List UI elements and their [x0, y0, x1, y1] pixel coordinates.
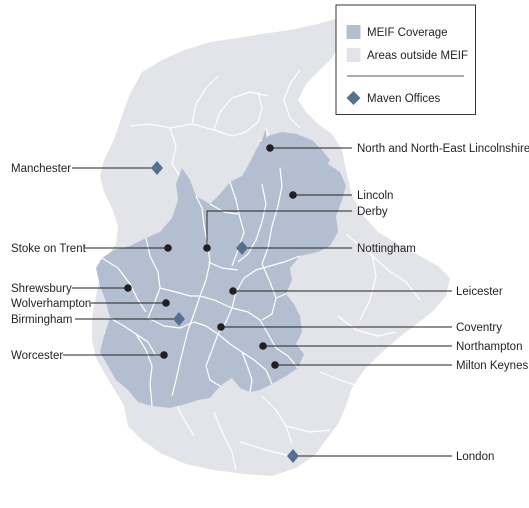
marker-derby [203, 244, 211, 252]
label-north-lincolnshire: North and North-East Lincolnshire [357, 143, 529, 155]
label-worcester: Worcester [11, 350, 63, 362]
legend-coverage-swatch [346, 25, 361, 39]
label-nottingham: Nottingham [357, 243, 416, 255]
office-manchester-diamond-icon [151, 161, 163, 175]
leader-lines [63, 147, 452, 457]
legend-office-diamond-icon [346, 91, 361, 105]
marker-shrewsbury [124, 284, 132, 292]
marker-worcester [160, 351, 168, 359]
marker-stoke [164, 244, 172, 252]
legend: MEIF Coverage Areas outside MEIF Maven O… [335, 4, 476, 115]
label-coventry: Coventry [456, 322, 502, 334]
legend-offices-label: Maven Offices [367, 93, 441, 105]
label-derby: Derby [357, 206, 388, 218]
legend-outside-swatch [346, 48, 361, 62]
label-milton-keynes: Milton Keynes [456, 360, 528, 372]
label-birmingham: Birmingham [11, 314, 72, 326]
meif-coverage-north-lincolnshire [258, 132, 330, 168]
coverage-boundaries [101, 127, 301, 407]
marker-coventry [217, 323, 225, 331]
label-leicester: Leicester [456, 286, 503, 298]
label-lincoln: Lincoln [357, 190, 393, 202]
marker-wolverhampton [162, 299, 170, 307]
legend-outside-label: Areas outside MEIF [367, 50, 468, 62]
marker-northampton [259, 342, 267, 350]
marker-leicester [229, 287, 237, 295]
label-manchester: Manchester [11, 163, 71, 175]
label-stoke: Stoke on Trent [11, 243, 87, 255]
label-northampton: Northampton [456, 341, 522, 353]
label-wolverhampton: Wolverhampton [11, 298, 91, 310]
marker-lincoln [289, 191, 297, 199]
label-shrewsbury: Shrewsbury [11, 283, 72, 295]
office-markers [151, 161, 299, 463]
label-london: London [456, 451, 494, 463]
city-markers [124, 144, 297, 369]
legend-coverage-label: MEIF Coverage [367, 27, 448, 39]
marker-milton-keynes [271, 361, 279, 369]
office-nottingham-diamond-icon [236, 241, 248, 255]
office-birmingham-diamond-icon [173, 312, 185, 326]
marker-north-lincolnshire [266, 144, 274, 152]
leader-derby [206, 210, 352, 248]
office-london-diamond-icon [287, 449, 299, 463]
